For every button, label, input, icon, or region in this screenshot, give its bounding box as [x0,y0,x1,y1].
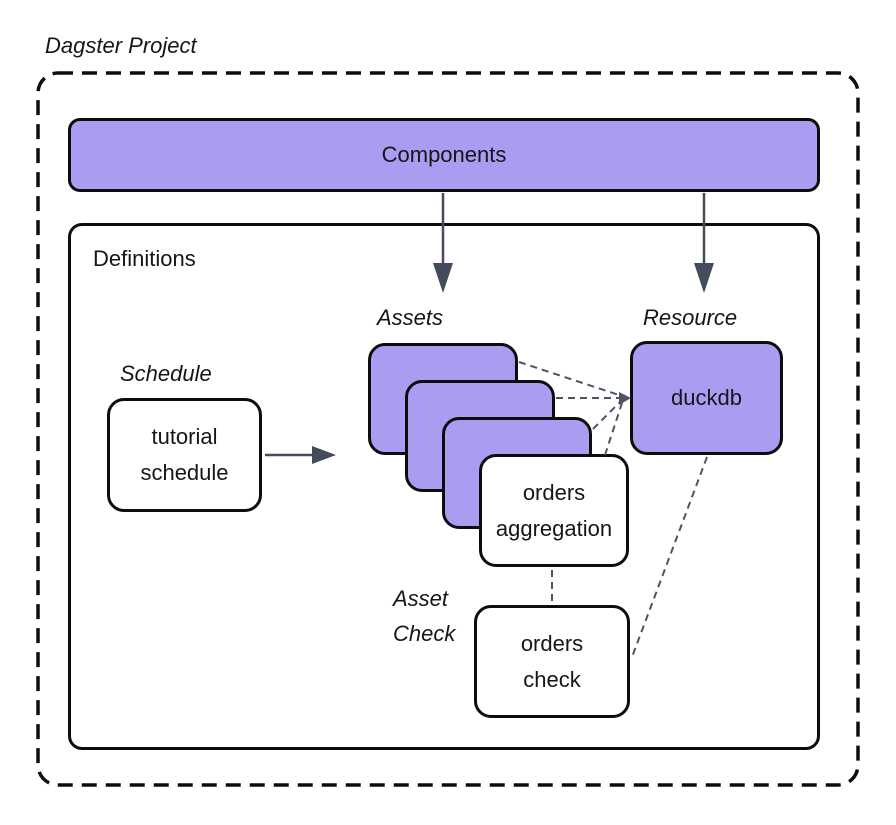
orders-aggregation-node-label: orders aggregation [495,479,613,541]
components-label: Components [381,142,507,167]
duckdb-node: duckdb [630,341,783,455]
schedule-label: Schedule [120,361,212,386]
asset-check-label: Asset Check [393,586,456,647]
project-title: Dagster Project [45,33,197,58]
orders-check-node-label: orders check [520,630,584,692]
components-bar: Components [68,118,820,192]
definitions-label: Definitions [93,246,196,271]
orders-check-node: orders check [474,605,630,718]
tutorial-schedule-node-label: tutorial schedule [140,424,229,485]
orders-aggregation-node: orders aggregation [479,454,629,567]
tutorial-schedule-node: tutorial schedule [107,398,262,512]
duckdb-node-label: duckdb [671,385,742,411]
assets-label: Assets [377,305,444,330]
resource-label: Resource [643,305,738,330]
